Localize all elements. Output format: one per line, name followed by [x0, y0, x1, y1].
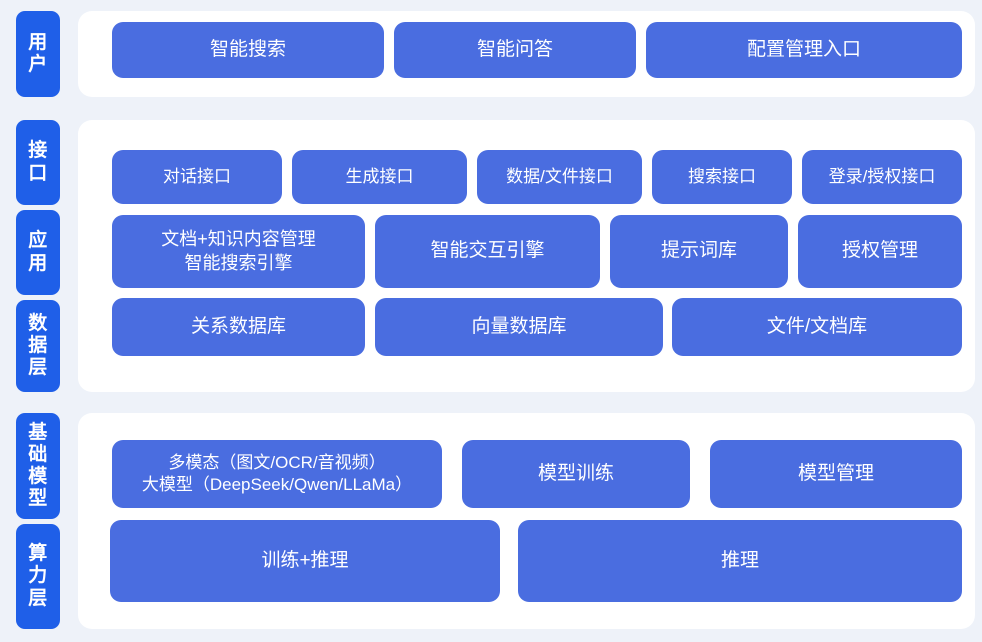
sidebar-tab-label: 接口 — [28, 140, 48, 184]
panel-infrastructure: 多模态（图文/OCR/音视频） 大模型（DeepSeek/Qwen/LLaMa）… — [78, 413, 975, 629]
box-dialog-interface[interactable]: 对话接口 — [112, 150, 282, 204]
sidebar-tab-label: 用户 — [28, 31, 48, 75]
box-vector-database[interactable]: 向量数据库 — [375, 298, 663, 356]
panel-platform: 对话接口 生成接口 数据/文件接口 搜索接口 登录/授权接口 文档+知识内容管理… — [78, 120, 975, 392]
box-prompt-library[interactable]: 提示词库 — [610, 215, 788, 288]
box-model-management[interactable]: 模型管理 — [710, 440, 962, 508]
box-doc-knowledge-management[interactable]: 文档+知识内容管理 智能搜索引擎 — [112, 215, 365, 288]
panel-user: 智能搜索 智能问答 配置管理入口 — [78, 11, 975, 97]
section-infrastructure: 基础模型 算力层 多模态（图文/OCR/音视频） 大模型（DeepSeek/Qw… — [0, 413, 982, 629]
box-model-training[interactable]: 模型训练 — [462, 440, 690, 508]
box-file-document-repository[interactable]: 文件/文档库 — [672, 298, 962, 356]
box-smart-search[interactable]: 智能搜索 — [112, 22, 384, 78]
section-platform: 接口 应用 数据层 对话接口 生成接口 数据/文件接口 搜索接口 登录/授权接口… — [0, 120, 982, 392]
tab-column-user: 用户 — [16, 11, 60, 97]
sidebar-tab-foundation-model[interactable]: 基础模型 — [16, 413, 60, 519]
box-smart-qa[interactable]: 智能问答 — [394, 22, 636, 78]
box-multimodal-large-model[interactable]: 多模态（图文/OCR/音视频） 大模型（DeepSeek/Qwen/LLaMa） — [112, 440, 442, 508]
box-login-auth-interface[interactable]: 登录/授权接口 — [802, 150, 962, 204]
box-search-interface[interactable]: 搜索接口 — [652, 150, 792, 204]
section-user: 用户 智能搜索 智能问答 配置管理入口 — [0, 11, 982, 97]
tab-column-infrastructure: 基础模型 算力层 — [16, 413, 60, 629]
sidebar-tab-label: 应用 — [28, 230, 48, 274]
sidebar-tab-label: 数据层 — [28, 312, 48, 379]
box-generation-interface[interactable]: 生成接口 — [292, 150, 467, 204]
sidebar-tab-label: 基础模型 — [28, 421, 48, 510]
box-smart-interaction-engine[interactable]: 智能交互引擎 — [375, 215, 600, 288]
sidebar-tab-user[interactable]: 用户 — [16, 11, 60, 97]
box-relational-database[interactable]: 关系数据库 — [112, 298, 365, 356]
box-data-file-interface[interactable]: 数据/文件接口 — [477, 150, 642, 204]
sidebar-tab-compute-layer[interactable]: 算力层 — [16, 524, 60, 629]
box-config-management-entry[interactable]: 配置管理入口 — [646, 22, 962, 78]
box-inference[interactable]: 推理 — [518, 520, 962, 602]
sidebar-tab-data-layer[interactable]: 数据层 — [16, 300, 60, 392]
tab-column-platform: 接口 应用 数据层 — [16, 120, 60, 392]
sidebar-tab-label: 算力层 — [28, 543, 48, 609]
sidebar-tab-interface[interactable]: 接口 — [16, 120, 60, 205]
box-training-and-inference[interactable]: 训练+推理 — [110, 520, 500, 602]
sidebar-tab-application[interactable]: 应用 — [16, 210, 60, 295]
box-authorization-management[interactable]: 授权管理 — [798, 215, 962, 288]
